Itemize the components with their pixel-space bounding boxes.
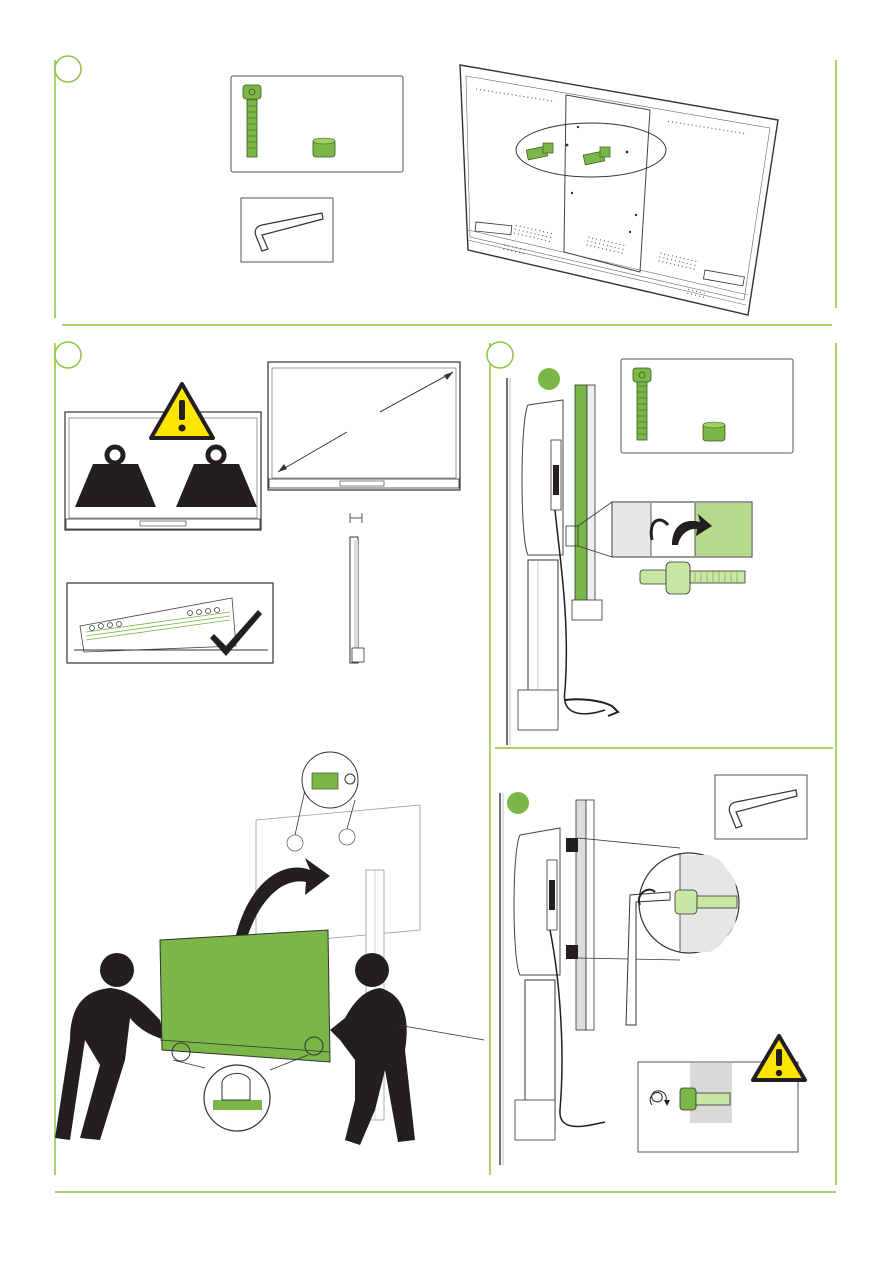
- person-left: [55, 953, 165, 1140]
- display-back-view: [460, 65, 778, 315]
- two-person-lift: [55, 752, 484, 1145]
- spacer-icon: [703, 422, 725, 441]
- step-c-substep-dot: [538, 368, 560, 390]
- hex-key-box-d: [715, 775, 807, 839]
- step-d-substep-dot: [507, 792, 529, 814]
- wall-bracket-check-box: [67, 583, 273, 663]
- parts-box-a: [231, 76, 403, 172]
- display-side-profile: [350, 513, 364, 663]
- step-a-number-circle: [55, 56, 81, 82]
- step-c-number-circle: [487, 342, 513, 368]
- display-diagonal-diagram: [268, 362, 460, 490]
- step-b-number-circle: [55, 342, 81, 368]
- hex-key-box-a: [241, 198, 333, 262]
- exclamation-triangle-icon: [753, 1036, 805, 1080]
- step-c-side-view: [507, 368, 618, 745]
- exclamation-triangle-icon: [151, 384, 213, 438]
- parts-box-c: [621, 359, 793, 453]
- spacer-icon: [313, 138, 335, 157]
